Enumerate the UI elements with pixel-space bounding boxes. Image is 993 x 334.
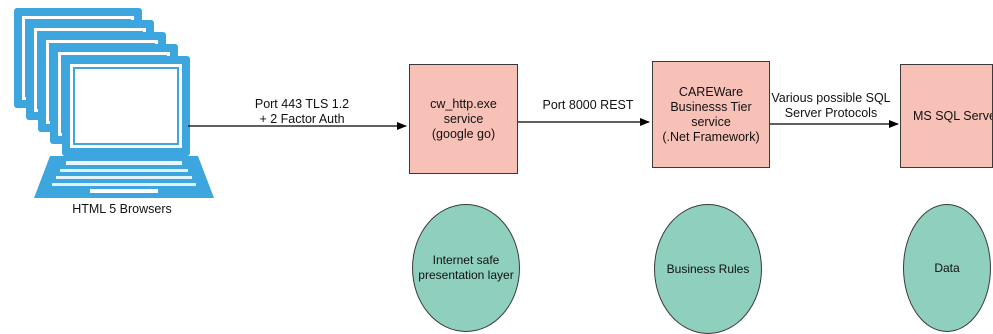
edge-label-browser-to-http: Port 443 TLS 1.2 + 2 Factor Auth	[254, 97, 350, 126]
node-http-service-label: cw_http.exe service (google go)	[430, 96, 497, 141]
layer-business-label: Business Rules	[666, 261, 750, 276]
layer-business: Business Rules	[654, 204, 762, 334]
edge-label-tier-to-sql: Various possible SQL Server Protocols	[771, 91, 891, 120]
layer-presentation-label: Internet safe presentation layer	[418, 253, 514, 282]
layer-data-label: Data	[934, 260, 960, 275]
layer-presentation: Internet safe presentation layer	[412, 204, 520, 332]
node-sql-server-label: MS SQL Server	[913, 108, 993, 123]
layer-data: Data	[903, 204, 991, 332]
node-sql-server: MS SQL Server	[900, 64, 993, 168]
client-label: HTML 5 Browsers	[72, 202, 172, 216]
stacked-laptops-icon	[14, 8, 214, 198]
node-http-service: cw_http.exe service (google go)	[409, 64, 518, 174]
node-business-tier: CAREWare Businesss Tier service (.Net Fr…	[652, 61, 770, 168]
edge-label-http-to-tier: Port 8000 REST	[542, 98, 634, 112]
node-business-tier-label: CAREWare Businesss Tier service (.Net Fr…	[662, 84, 760, 144]
